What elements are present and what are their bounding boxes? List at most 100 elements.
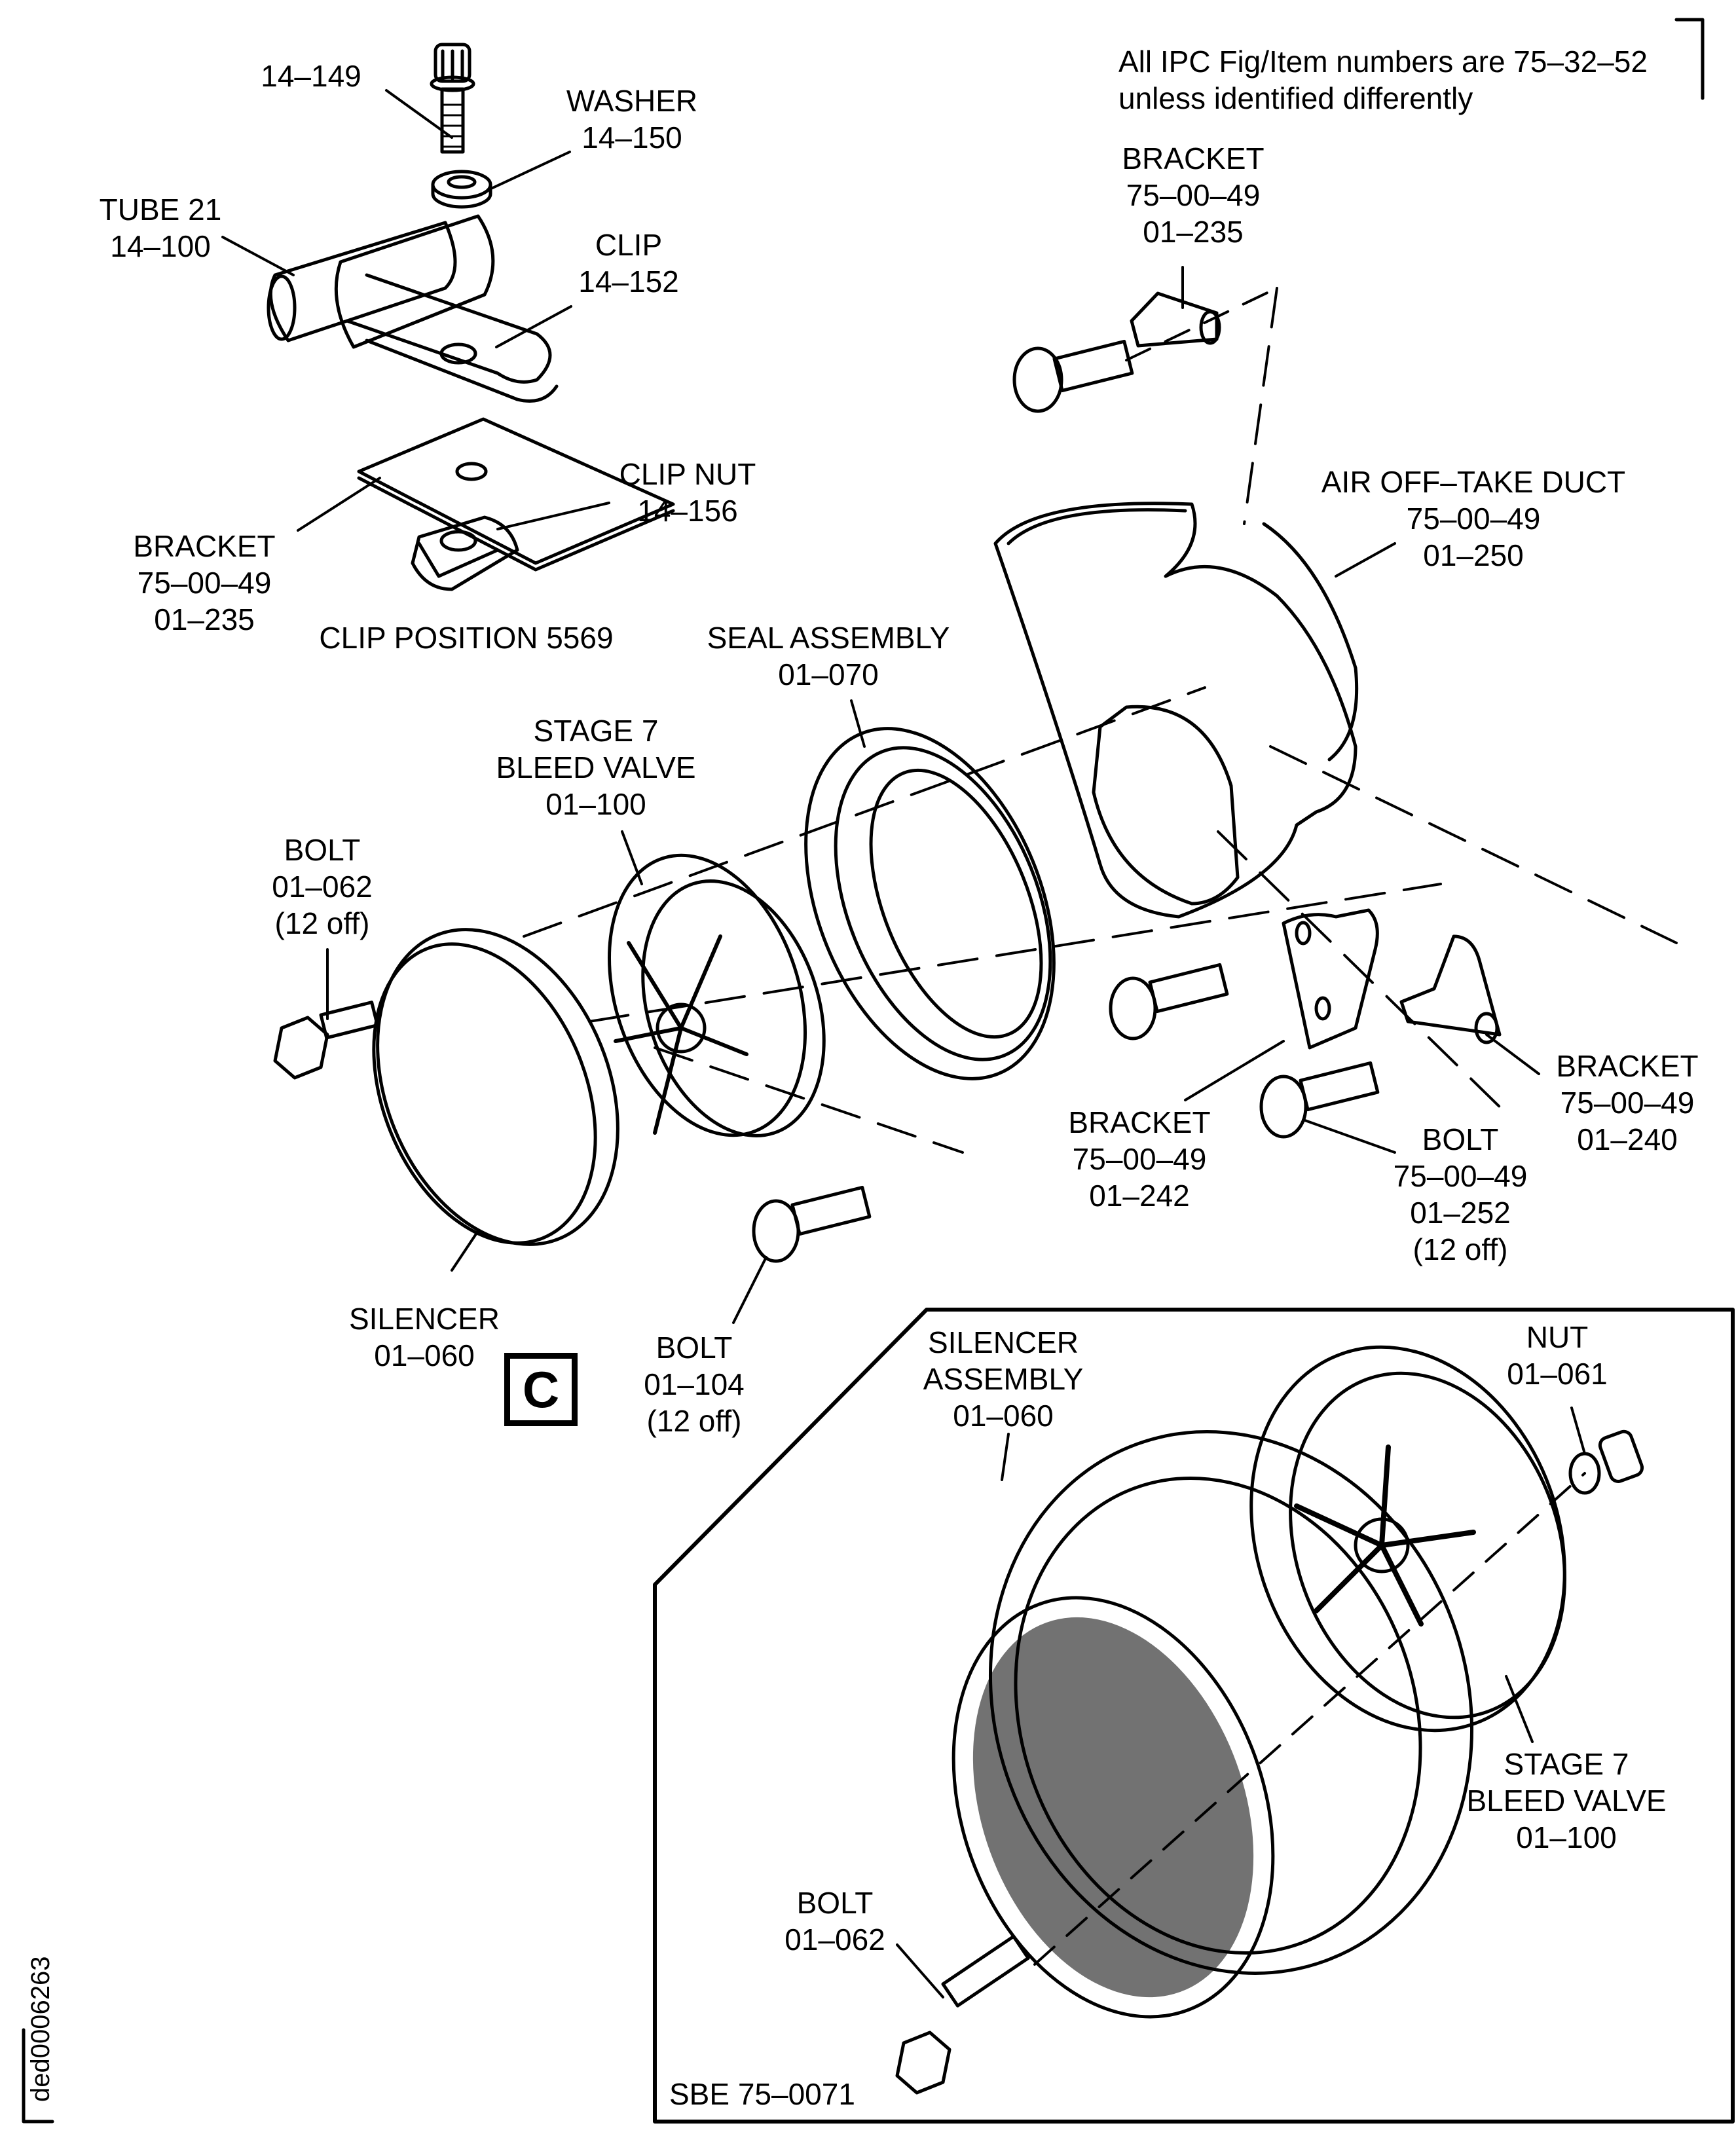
axis-dash-long-1 <box>523 686 1206 938</box>
inset-bolt-01-062 <box>895 1934 1030 2095</box>
label-bolt-01-104: BOLT 01–104 (12 off) <box>644 1329 745 1439</box>
bracket-plate <box>357 417 675 572</box>
clip-nut-14-156 <box>411 515 519 591</box>
bolt-14-149 <box>430 43 475 154</box>
corner-mark-top-right <box>1674 18 1705 100</box>
label-line: 75–00–49 <box>1072 1142 1207 1176</box>
label-line: BRACKET <box>1068 1105 1211 1139</box>
label-line: 01–062 <box>785 1922 885 1957</box>
bracket-01-242 <box>1282 908 1379 1050</box>
bolt-01-104 <box>752 1185 872 1263</box>
leader-14-149 <box>385 89 453 139</box>
label-line: STAGE 7 <box>1504 1747 1629 1781</box>
label-line: BRACKET <box>1556 1049 1699 1083</box>
label-line: 01–060 <box>953 1399 1054 1433</box>
label-line: CLIP POSITION 5569 <box>319 621 614 655</box>
leader-silencer <box>451 1230 479 1272</box>
axis-dash-long-3 <box>1269 745 1678 944</box>
label-bracket-01-235-left: BRACKET 75–00–49 01–235 <box>133 528 275 638</box>
label-line: SILENCER <box>927 1325 1079 1359</box>
stage-7-bleed-valve-01-100 <box>608 853 826 1137</box>
bracket-01-240 <box>1399 934 1502 1044</box>
bolt-01-062 <box>273 1001 379 1080</box>
label-tube-21: TUBE 21 14–100 <box>100 191 222 265</box>
label-line: SILENCER <box>348 1302 500 1336</box>
label-bracket-01-240: BRACKET 75–00–49 01–240 <box>1556 1048 1698 1158</box>
label-line: 01–252 <box>1410 1196 1511 1230</box>
label-line: BOLT <box>656 1331 733 1365</box>
label-inset-silencer-assembly: SILENCER ASSEMBLY 01–060 <box>923 1324 1084 1434</box>
label-line: 01–100 <box>1516 1820 1617 1854</box>
tube-and-clip <box>267 214 559 403</box>
label-line: AIR OFF–TAKE DUCT <box>1321 465 1626 499</box>
label-line: 75–00–49 <box>1393 1159 1528 1193</box>
label-line: 01–235 <box>1143 215 1244 249</box>
inset-bleed-valve <box>1249 1345 1566 1733</box>
perforation-pattern <box>972 1617 1254 1998</box>
label-line: 01–250 <box>1423 538 1524 572</box>
label-inset-nut: NUT 01–061 <box>1507 1319 1608 1392</box>
leader-bracket-left <box>297 477 381 532</box>
label-line: WASHER <box>566 84 698 118</box>
label-line: TUBE 21 <box>99 193 222 227</box>
axis-dash-long-5 <box>1217 830 1507 1114</box>
label-line: BOLT <box>796 1886 874 1920</box>
bolt-bracket-242 <box>1109 963 1229 1040</box>
seal-assembly-01-070 <box>804 727 1056 1080</box>
silencer-01-060 <box>372 928 619 1246</box>
label-line: BOLT <box>284 833 361 867</box>
axis-dash-long-2 <box>588 883 1442 1023</box>
label-line: 75–00–49 <box>1560 1086 1695 1120</box>
ipc-note-line2: unless identified differently <box>1118 81 1473 115</box>
view-marker-letter: C <box>522 1360 560 1418</box>
leader-inset-bleed-valve <box>1505 1675 1534 1743</box>
label-bolt-14-149: 14–149 <box>261 58 361 94</box>
label-line: 14–150 <box>582 120 682 155</box>
label-line: ASSEMBLY <box>923 1362 1084 1396</box>
label-line: BLEED VALVE <box>1466 1784 1667 1818</box>
document-id: ded0006263 <box>26 1956 55 2102</box>
leader-seal <box>850 699 866 748</box>
label-clip: CLIP 14–152 <box>578 227 679 300</box>
label-line: SEAL ASSEMBLY <box>707 621 950 655</box>
leader-bracket-240 <box>1485 1033 1540 1075</box>
axis-dash-duct <box>1243 287 1278 525</box>
leader-inset-nut <box>1570 1407 1586 1455</box>
label-bracket-01-242: BRACKET 75–00–49 01–242 <box>1068 1104 1210 1214</box>
leader-washer <box>490 151 571 190</box>
label-line: CLIP NUT <box>619 457 756 491</box>
air-off-take-duct <box>993 502 1359 919</box>
leader-bolt-104 <box>732 1256 767 1324</box>
ipc-note-line1: All IPC Fig/Item numbers are 75–32–52 <box>1118 45 1648 79</box>
label-line: NUT <box>1526 1320 1589 1354</box>
label-washer: WASHER 14–150 <box>566 83 697 156</box>
label-line: 01–240 <box>1577 1122 1678 1156</box>
washer-14-150 <box>431 170 492 209</box>
label-bolt-01-252: BOLT 75–00–49 01–252 (12 off) <box>1394 1121 1528 1268</box>
label-line: 01–060 <box>374 1338 475 1372</box>
label-line: 14–152 <box>578 265 679 299</box>
label-air-off-take-duct: AIR OFF–TAKE DUCT 75–00–49 01–250 <box>1321 464 1625 574</box>
leader-clip-nut <box>496 502 610 530</box>
label-clip-nut: CLIP NUT 14–156 <box>619 456 756 529</box>
label-line: (12 off) <box>274 906 370 940</box>
label-line: BOLT <box>1422 1122 1499 1156</box>
label-line: 01–104 <box>644 1367 745 1401</box>
label-bleed-valve: STAGE 7 BLEED VALVE 01–100 <box>496 712 695 822</box>
label-line: 01–100 <box>545 787 646 821</box>
bolt-01-252 <box>1259 1061 1380 1139</box>
axis-dash-long-4 <box>654 1046 964 1154</box>
bolt-top <box>1012 339 1134 413</box>
label-line: BRACKET <box>133 529 276 563</box>
bracket-01-235 <box>1130 291 1221 348</box>
label-line: 14–100 <box>110 229 211 263</box>
label-line: 01–061 <box>1507 1357 1608 1391</box>
label-silencer: SILENCER 01–060 <box>349 1300 500 1374</box>
leader-inset-bolt <box>896 1943 944 1998</box>
label-line: 01–242 <box>1089 1179 1190 1213</box>
ipc-note: All IPC Fig/Item numbers are 75–32–52 un… <box>1118 43 1648 117</box>
leader-clip <box>495 305 572 348</box>
label-line: 01–235 <box>154 602 255 636</box>
leader-inset-silencer <box>1001 1433 1010 1481</box>
